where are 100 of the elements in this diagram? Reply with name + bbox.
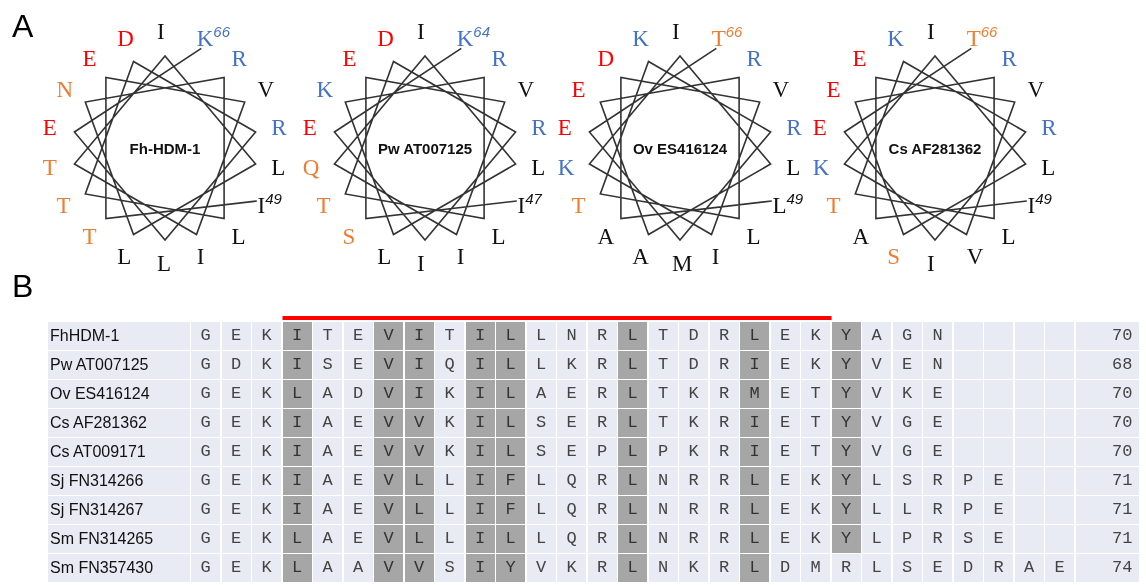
residue-cell: Q [557, 496, 586, 524]
conserved-residue-cell: L [740, 525, 769, 553]
conserved-residue-cell: F [496, 467, 525, 495]
residue-cell: D [343, 380, 373, 408]
residue-letter: L [1001, 223, 1016, 250]
residue-cell: E [221, 438, 251, 466]
residue-cell: N [923, 322, 952, 350]
residue-cell: L [435, 496, 464, 524]
residue-cell: L [526, 496, 556, 524]
residue-letter: I [196, 244, 205, 270]
conserved-residue-cell: V [374, 438, 403, 466]
residue-letter: Q [302, 155, 320, 182]
residue-cell: M [801, 554, 830, 582]
residue-letter: R [1001, 46, 1017, 73]
residue-cell: R [587, 322, 617, 350]
residue-letter: D [117, 26, 134, 52]
sequence-name-cell: Pw AT007125 [48, 351, 190, 379]
residue-cell: K [557, 554, 586, 582]
node-label: Ov ES416124 [632, 139, 728, 157]
residue-cell: L [526, 351, 556, 379]
residue-cell: S [953, 525, 983, 553]
residue-cell: V [526, 554, 556, 582]
residue-cell: E [923, 554, 952, 582]
residue-letter: K [557, 155, 575, 182]
residue-cell: E [770, 380, 800, 408]
residue-letter: R [1041, 114, 1057, 141]
residue-cell: E [1045, 554, 1074, 582]
residue-cell: G [191, 351, 220, 379]
residue-cell: V [862, 438, 891, 466]
sequence-name-cell: FhHDM-1 [48, 322, 190, 350]
residue-cell: R [709, 467, 739, 495]
residue-cell: S [313, 351, 342, 379]
conserved-residue-cell: M [740, 380, 769, 408]
conserved-residue-cell: Y [831, 351, 861, 379]
residue-cell: G [191, 380, 220, 408]
conserved-residue-cell: L [618, 380, 647, 408]
residue-cell: D [221, 351, 251, 379]
residue-cell: E [923, 438, 952, 466]
residue-letter: I [711, 244, 720, 270]
conserved-residue-cell: L [618, 351, 647, 379]
residue-letter: I [672, 19, 680, 45]
residue-cell: T [801, 409, 830, 437]
residue-cell: A [313, 525, 342, 553]
residue-cell: K [892, 380, 922, 408]
residue-cell: N [923, 351, 952, 379]
residue-cell: E [221, 554, 251, 582]
residue-cell: D [679, 322, 708, 350]
residue-cell: K [679, 554, 708, 582]
residue-count-cell: 68 [1075, 351, 1139, 379]
conserved-residue-cell: Y [831, 322, 861, 350]
residue-cell: P [587, 438, 617, 466]
residue-count-cell: 70 [1075, 409, 1139, 437]
residue-cell: K [679, 380, 708, 408]
node-label: Pw AT007125 [377, 139, 473, 157]
residue-cell: E [221, 467, 251, 495]
residue-cell: R [587, 351, 617, 379]
residue-cell: R [587, 496, 617, 524]
conserved-residue-cell: I [465, 496, 495, 524]
residue-count-cell: 71 [1075, 525, 1139, 553]
conserved-residue-cell: I [465, 438, 495, 466]
sequence-name-cell: Ov ES416124 [48, 380, 190, 408]
residue-cell: K [801, 525, 830, 553]
conserved-residue-cell: L [740, 496, 769, 524]
conserved-residue-cell: I [465, 351, 495, 379]
residue-letter: T$^{66}$ [966, 26, 998, 52]
residue-cell: E [221, 380, 251, 408]
conserved-residue-cell: I [740, 438, 769, 466]
conserved-residue-cell: I [740, 351, 769, 379]
sequence-name-cell: Sj FN314267 [48, 496, 190, 524]
residue-letter: L [786, 155, 801, 182]
residue-cell: N [648, 467, 678, 495]
residue-cell: E [770, 467, 800, 495]
residue-letter: L [377, 244, 392, 270]
residue-cell: E [770, 496, 800, 524]
residue-letter: K$^{66}$ [196, 26, 230, 52]
residue-cell: L [862, 496, 891, 524]
conserved-residue-cell: V [374, 322, 403, 350]
residue-letter: L [117, 244, 132, 270]
residue-cell: S [892, 467, 922, 495]
conserved-residue-cell: I [465, 409, 495, 437]
sequence-name-cell: Sm FN357430 [48, 554, 190, 582]
residue-count-cell: 71 [1075, 467, 1139, 495]
residue-cell: R [709, 351, 739, 379]
conserved-residue-cell: I [465, 525, 495, 553]
panel-letter: B [12, 268, 34, 305]
conserved-residue-cell: L [496, 380, 525, 408]
conserved-residue-cell: L [740, 554, 769, 582]
sequence-name-cell: Cs AT009171 [48, 438, 190, 466]
residue-letter: V [966, 244, 984, 270]
conserved-residue-cell: L [496, 351, 525, 379]
residue-cell: K [557, 351, 586, 379]
residue-cell: K [252, 554, 281, 582]
residue-letter: A [632, 244, 649, 270]
residue-cell: K [679, 409, 708, 437]
conserved-residue-cell: L [740, 467, 769, 495]
residue-cell: L [435, 525, 464, 553]
residue-letter: R [531, 114, 547, 141]
residue-count-cell: 70 [1075, 380, 1139, 408]
residue-cell: S [435, 554, 464, 582]
residue-letter: M [672, 251, 693, 277]
